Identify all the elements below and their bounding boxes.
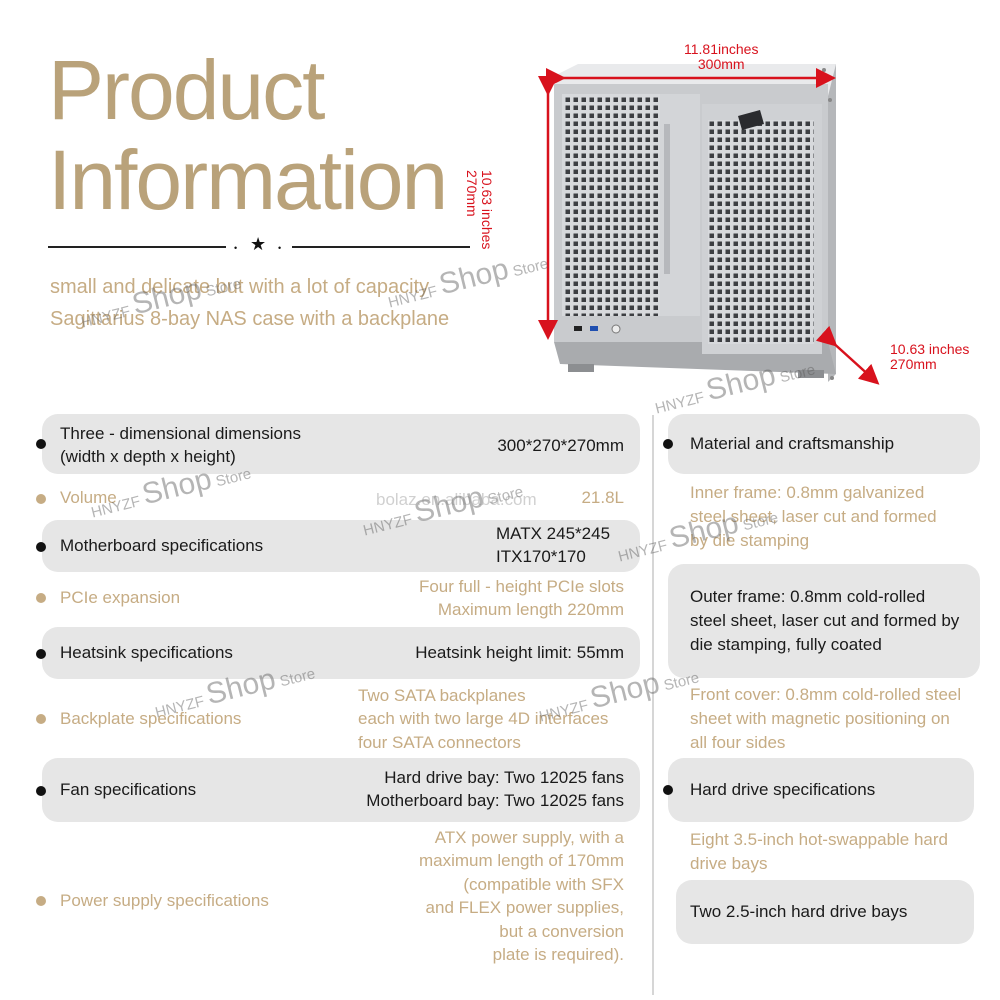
spec-text-line: steel sheet, laser cut and formed	[690, 507, 937, 527]
title-line-1: Product	[48, 43, 325, 137]
divider-line-left	[48, 246, 226, 248]
dimension-arrows	[538, 68, 880, 385]
spec-text-line: Outer frame: 0.8mm cold-rolled	[690, 587, 926, 606]
spec-pill-heatsink	[42, 627, 640, 679]
bullet-icon	[663, 785, 673, 795]
bullet-icon	[36, 896, 46, 906]
divider-dot-icon: •	[234, 243, 238, 253]
divider-line-right	[292, 246, 470, 248]
star-icon: ★	[250, 234, 267, 254]
spec-value-pcie: Four full - height PCIe slots Maximum le…	[419, 575, 624, 622]
spec-text-line: Inner frame: 0.8mm galvanized	[690, 483, 925, 502]
spec-value-line: Maximum length 220mm	[437, 600, 624, 620]
column-divider	[652, 415, 654, 995]
bullet-icon	[36, 714, 46, 724]
spec-text-line: Eight 3.5-inch hot-swappable hard	[690, 830, 948, 849]
divider-dot-icon: •	[278, 243, 282, 253]
spec-text-line: die stamping, fully coated	[690, 635, 882, 655]
spec-value-volume: 21.8L	[581, 488, 624, 507]
spec-inner-frame: Inner frame: 0.8mm galvanized steel shee…	[690, 481, 937, 553]
spec-value-line: Motherboard bay: Two 12025 fans	[366, 791, 624, 811]
spec-value-line: four SATA connectors	[358, 732, 521, 752]
spec-value-backplate: Two SATA backplanes each with two large …	[358, 684, 608, 754]
spec-value-line: Hard drive bay: Two 12025 fans	[384, 768, 624, 787]
spec-pill-dimensions	[42, 414, 640, 474]
spec-value-fans: Hard drive bay: Two 12025 fans Motherboa…	[366, 766, 624, 813]
spec-label-backplate: Backplate specifications	[60, 709, 242, 728]
spec-label-motherboard: Motherboard specifications	[60, 536, 264, 555]
spec-label-fans: Fan specifications	[60, 780, 197, 799]
spec-text-line: by die stamping	[690, 531, 810, 551]
title-divider: • ★ •	[48, 234, 470, 254]
watermark-site: bolaz.en.alibaba.com	[376, 490, 537, 509]
dimension-height-label: 10.63 inches 270mm	[463, 170, 495, 250]
spec-pill-material	[668, 414, 980, 474]
spec-value-line: each with two large 4D interfaces	[358, 709, 609, 729]
spec-label-line: (width x depth x height)	[60, 447, 236, 467]
bullet-icon	[36, 439, 46, 449]
spec-front-cover: Front cover: 0.8mm cold-rolled steel she…	[690, 683, 961, 755]
spec-label-power-supply: Power supply specifications	[60, 891, 269, 910]
spec-text-line: sheet with magnetic positioning on	[690, 709, 950, 729]
dimension-inches: 11.81inches	[684, 41, 759, 57]
spec-value-line: (compatible with SFX	[463, 874, 624, 894]
spec-text-line: steel sheet, laser cut and formed by	[690, 611, 960, 631]
bullet-icon	[36, 649, 46, 659]
spec-pill-outer-frame	[668, 564, 980, 678]
tagline-capacity: small and delicate but with a lot of cap…	[50, 276, 430, 298]
spec-hdd-25: Two 2.5-inch hard drive bays	[690, 902, 908, 921]
spec-value-heatsink: Heatsink height limit: 55mm	[415, 643, 624, 662]
spec-heading-material: Material and craftsmanship	[690, 434, 895, 453]
spec-label-pcie: PCIe expansion	[60, 588, 181, 607]
spec-pill-hdd-25	[676, 880, 974, 944]
spec-value-dimensions: 300*270*270mm	[497, 436, 624, 455]
spec-value-line: ITX170*170	[496, 547, 586, 567]
dimension-mm: 270mm	[463, 170, 480, 217]
spec-text-line: drive bays	[690, 854, 768, 874]
tagline-model: Sagittarius 8-bay NAS case with a backpl…	[50, 308, 450, 330]
spec-label-volume: Volume	[60, 488, 117, 507]
bullet-icon	[36, 542, 46, 552]
spec-value-motherboard: MATX 245*245 ITX170*170	[496, 522, 610, 569]
bullet-icon	[36, 593, 46, 603]
spec-hdd-35: Eight 3.5-inch hot-swappable hard drive …	[690, 828, 948, 876]
spec-value-line: ATX power supply, with a	[434, 828, 624, 847]
spec-label-line: Three - dimensional dimensions	[60, 424, 301, 443]
spec-value-line: and FLEX power supplies,	[425, 898, 624, 918]
spec-value-line: Four full - height PCIe slots	[418, 577, 624, 596]
spec-value-line: MATX 245*245	[496, 524, 611, 543]
bullet-icon	[36, 786, 46, 796]
spec-label-heatsink: Heatsink specifications	[60, 643, 233, 662]
dimension-depth-label: 10.63 inches 270mm	[890, 342, 969, 371]
spec-value-line: maximum length of 170mm	[418, 851, 624, 871]
title-line-2: Information	[48, 133, 448, 227]
dimension-inches: 10.63 inches	[479, 170, 495, 250]
spec-pill-motherboard	[42, 520, 640, 572]
dimension-width-label: 11.81inches 300mm	[684, 42, 758, 71]
spec-outer-frame: Outer frame: 0.8mm cold-rolled steel she…	[690, 585, 959, 657]
spec-value-power-supply: ATX power supply, with a maximum length …	[419, 826, 624, 967]
spec-value-line: but a conversion	[499, 921, 624, 941]
spec-pill-hdd	[668, 758, 974, 822]
spec-heading-hdd: Hard drive specifications	[690, 780, 876, 799]
dimension-mm: 270mm	[890, 355, 937, 372]
dimension-inches: 10.63 inches	[890, 341, 970, 357]
bullet-icon	[36, 494, 46, 504]
dimension-mm: 300mm	[697, 55, 745, 72]
spec-label-dimensions: Three - dimensional dimensions (width x …	[60, 422, 301, 469]
spec-text-line: Front cover: 0.8mm cold-rolled steel	[690, 685, 962, 704]
bullet-icon	[663, 439, 673, 449]
spec-value-line: plate is required).	[492, 945, 624, 965]
watermark-store: Store	[486, 483, 525, 509]
spec-text-line: all four sides	[690, 733, 786, 753]
spec-value-line: Two SATA backplanes	[358, 686, 526, 705]
spec-pill-fans	[42, 758, 640, 822]
